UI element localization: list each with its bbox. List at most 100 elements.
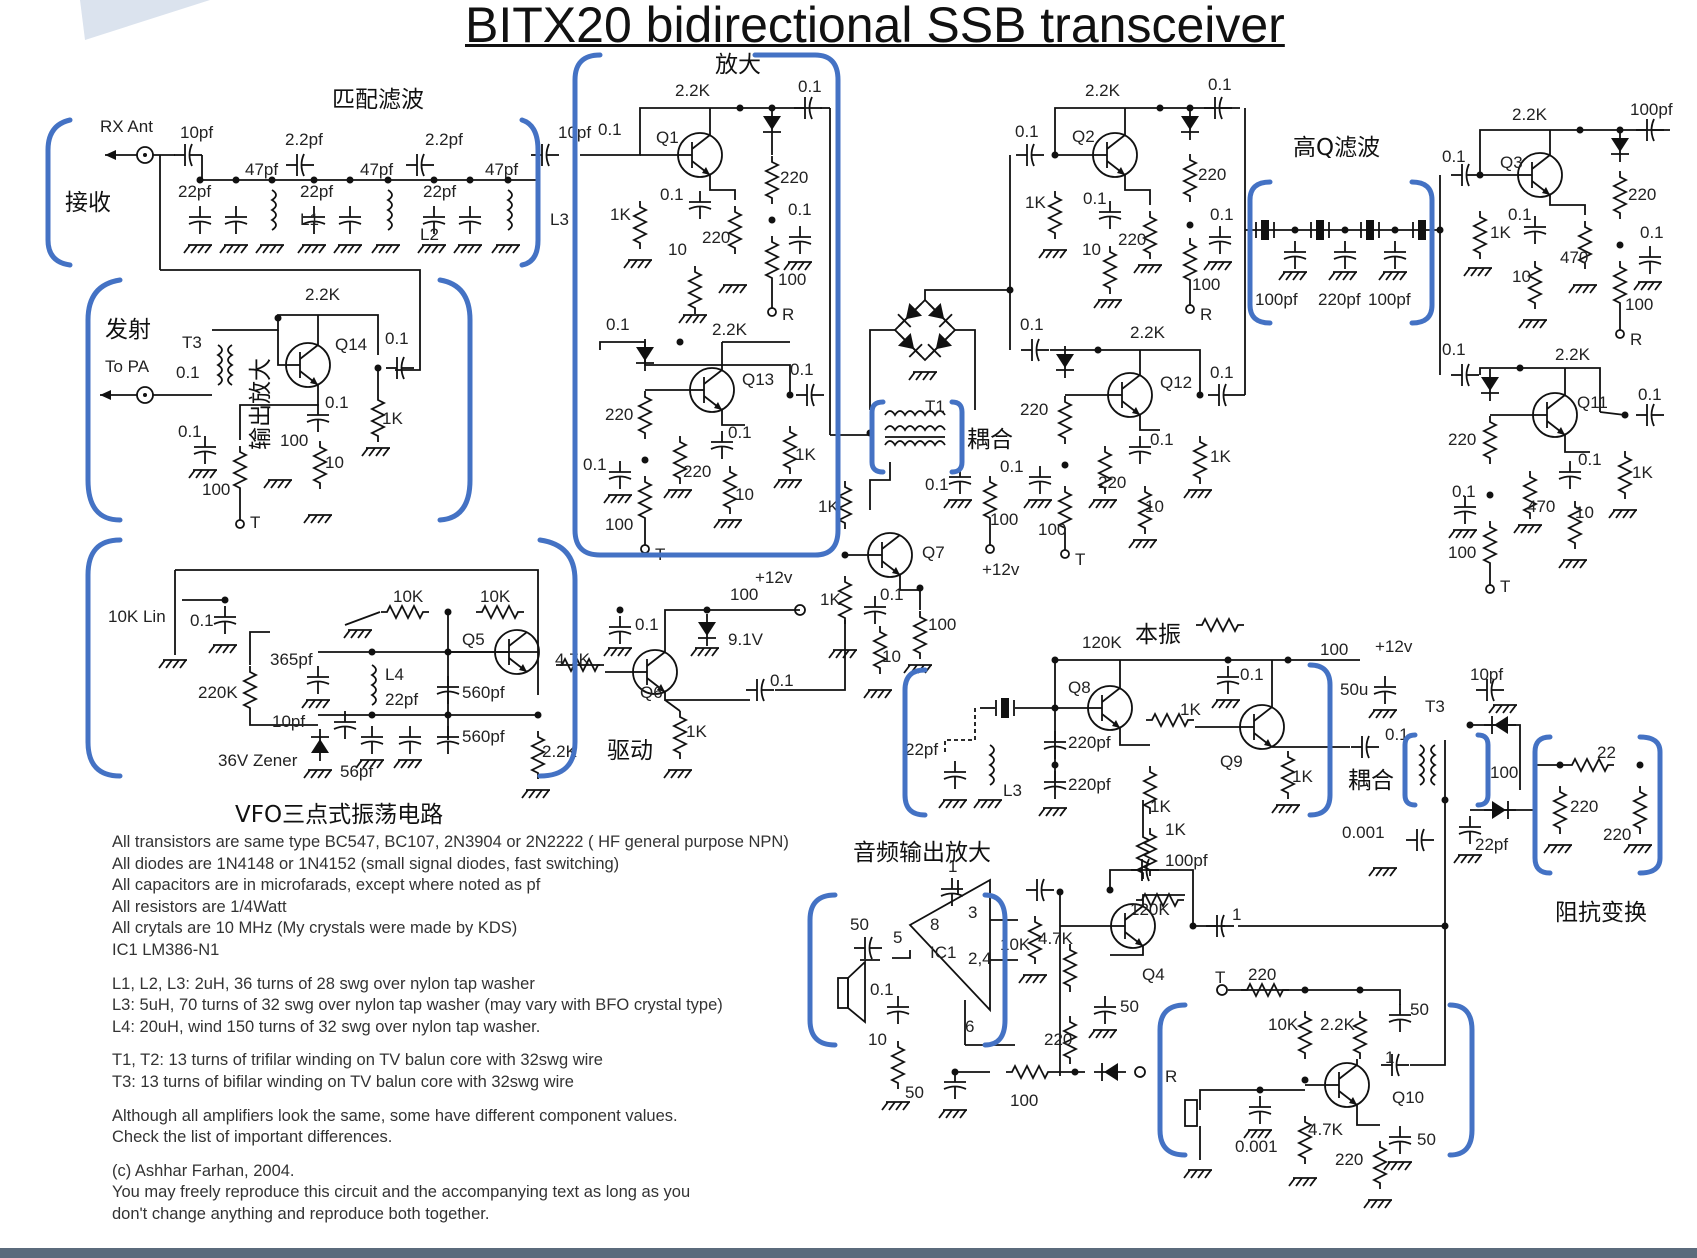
svg-text:100: 100 — [202, 480, 230, 499]
svg-text:IC1: IC1 — [930, 943, 956, 962]
receive-group-left — [45, 117, 73, 268]
svg-text:0.1: 0.1 — [790, 360, 814, 379]
note-line: Check the list of important differences. — [112, 1128, 393, 1147]
crystal-filter-section: 100pf 220pf 100pf — [1245, 219, 1444, 309]
svg-text:0.1: 0.1 — [598, 120, 622, 139]
svg-text:1K: 1K — [795, 445, 816, 464]
svg-text:0.1: 0.1 — [1638, 385, 1662, 404]
svg-text:4.7K: 4.7K — [1308, 1120, 1344, 1139]
svg-text:0.1: 0.1 — [1015, 122, 1039, 141]
note-gap — [112, 1038, 872, 1050]
svg-text:0.1: 0.1 — [880, 585, 904, 604]
svg-text:0.1: 0.1 — [1150, 430, 1174, 449]
vfo-section: 10K Lin 0.1 10K 10K 365pf Q5 L4 22pf 560… — [108, 568, 846, 799]
svg-text:0.1: 0.1 — [1083, 189, 1107, 208]
svg-text:1: 1 — [948, 857, 957, 876]
svg-text:0.1: 0.1 — [1020, 315, 1044, 334]
note-line: L4: 20uH, wind 150 turns of 32 swg over … — [112, 1017, 541, 1036]
svg-text:470: 470 — [1527, 497, 1555, 516]
svg-text:10: 10 — [1145, 497, 1164, 516]
svg-text:1K: 1K — [1210, 447, 1231, 466]
svg-text:2.2K: 2.2K — [1130, 323, 1166, 342]
svg-text:50: 50 — [1410, 1000, 1429, 1019]
svg-text:10: 10 — [1512, 267, 1531, 286]
svg-text:2.2K: 2.2K — [542, 742, 578, 761]
svg-text:0.1: 0.1 — [606, 315, 630, 334]
label-audio-out-amp: 音频输出放大 — [853, 840, 991, 866]
note-line: L1, L2, L3: 2uH, 36 turns of 28 swg over… — [112, 974, 535, 993]
svg-text:0.1: 0.1 — [788, 200, 812, 219]
svg-text:1K: 1K — [1165, 820, 1186, 839]
svg-text:0.1: 0.1 — [1000, 457, 1024, 476]
svg-text:Q3: Q3 — [1500, 153, 1523, 172]
svg-text:50: 50 — [1417, 1130, 1436, 1149]
label-high-q-filter: 高Q滤波 — [1293, 135, 1380, 161]
coupling-2-group — [1402, 732, 1418, 808]
svg-text:0.1: 0.1 — [1442, 340, 1466, 359]
svg-text:Q11: Q11 — [1577, 393, 1608, 412]
svg-text:T: T — [1075, 550, 1085, 569]
svg-text:0.1: 0.1 — [770, 671, 794, 690]
svg-text:100: 100 — [1448, 543, 1476, 562]
svg-text:470: 470 — [1560, 248, 1588, 267]
svg-text:220: 220 — [1118, 230, 1146, 249]
svg-text:50u: 50u — [1340, 680, 1368, 699]
group-outlines — [45, 52, 1663, 1158]
svg-text:1K: 1K — [1632, 463, 1653, 482]
svg-text:L3: L3 — [550, 210, 569, 229]
label-driver: 驱动 — [607, 738, 653, 764]
svg-text:50: 50 — [850, 915, 869, 934]
svg-text:Q12: Q12 — [1160, 373, 1192, 392]
note-line: T1, T2: 13 turns of trifilar winding on … — [112, 1051, 603, 1070]
svg-text:10: 10 — [668, 240, 687, 259]
svg-text:100pf: 100pf — [1630, 100, 1673, 119]
note-line: All resistors are 1/4Watt — [112, 897, 287, 916]
vfo-pot-label: 10K Lin — [108, 607, 166, 626]
label-coupling-2: 耦合 — [1348, 768, 1394, 794]
svg-text:T1: T1 — [925, 397, 945, 416]
svg-text:100: 100 — [1010, 1091, 1038, 1110]
svg-text:0.1: 0.1 — [190, 611, 214, 630]
svg-text:6: 6 — [965, 1017, 974, 1036]
svg-text:36V Zener: 36V Zener — [218, 751, 298, 770]
mixer-section: T1 0.1 1K Q7 1K 0.1 100 10 100 +12v — [818, 289, 1020, 699]
svg-text:10pf: 10pf — [272, 712, 305, 731]
svg-text:0.1: 0.1 — [870, 980, 894, 999]
svg-text:100: 100 — [990, 510, 1018, 529]
svg-text:2.2K: 2.2K — [1320, 1015, 1356, 1034]
svg-text:22pf: 22pf — [385, 690, 418, 709]
note-line: All transistors are same type BC547, BC1… — [112, 833, 789, 851]
svg-text:220: 220 — [1044, 1030, 1072, 1049]
svg-text:220: 220 — [1335, 1150, 1363, 1169]
svg-text:0.1: 0.1 — [1442, 147, 1466, 166]
svg-text:10: 10 — [882, 647, 901, 666]
svg-text:50: 50 — [905, 1083, 924, 1102]
svg-text:3: 3 — [968, 903, 977, 922]
svg-text:220pf: 220pf — [1068, 775, 1111, 794]
svg-text:100: 100 — [1038, 520, 1066, 539]
svg-text:L3: L3 — [1003, 781, 1022, 800]
svg-text:56pf: 56pf — [340, 762, 373, 781]
label-coupling-1: 耦合 — [967, 427, 1013, 453]
svg-text:47pf: 47pf — [360, 160, 393, 179]
svg-text:2.2K: 2.2K — [1555, 345, 1591, 364]
label-receive: 接收 — [65, 190, 111, 216]
label-match-filter: 匹配滤波 — [332, 87, 424, 113]
svg-text:10K: 10K — [1268, 1015, 1299, 1034]
svg-text:T: T — [1500, 577, 1510, 596]
svg-text:10: 10 — [1082, 240, 1101, 259]
svg-text:L4: L4 — [385, 665, 404, 684]
svg-text:Q10: Q10 — [1392, 1088, 1424, 1107]
note-line: All crytals are 10 MHz (My crystals were… — [112, 919, 518, 938]
svg-text:0.1: 0.1 — [178, 422, 202, 441]
label-amp: 放大 — [715, 52, 761, 78]
svg-text:100: 100 — [730, 585, 758, 604]
svg-text:220: 220 — [1198, 165, 1226, 184]
transmit-group — [85, 277, 123, 523]
svg-text:1K: 1K — [1292, 767, 1313, 786]
svg-text:220K: 220K — [198, 683, 238, 702]
svg-text:220: 220 — [1248, 965, 1276, 984]
note-line: T3: 13 turns of bifilar winding on TV ba… — [112, 1072, 574, 1091]
note-line: L3: 5uH, 70 turns of 32 swg over nylon t… — [112, 996, 723, 1015]
svg-text:100: 100 — [605, 515, 633, 534]
